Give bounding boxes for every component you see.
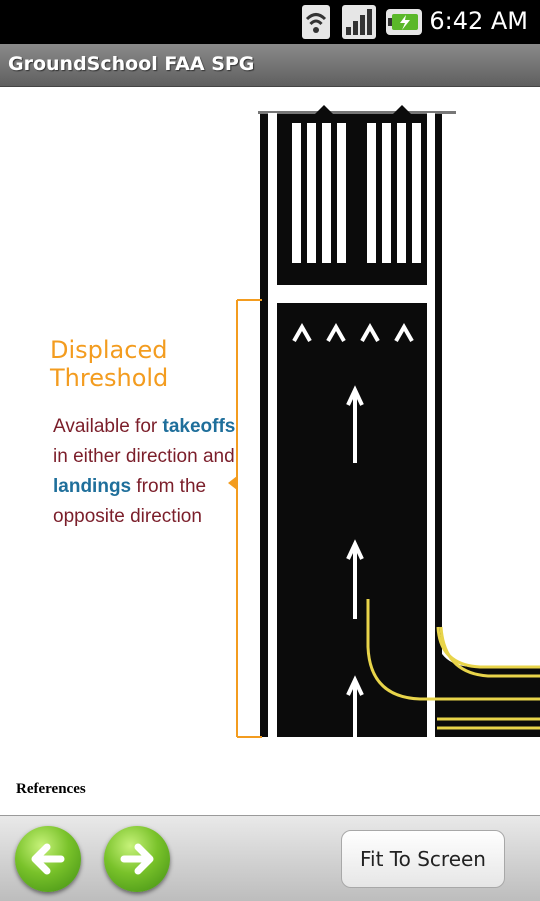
desc-keyword-takeoffs: takeoffs bbox=[162, 416, 236, 437]
content-area bbox=[0, 87, 540, 815]
battery-charging-icon bbox=[386, 9, 422, 35]
fit-to-screen-button[interactable]: Fit To Screen bbox=[341, 830, 505, 888]
back-button[interactable] bbox=[15, 826, 81, 892]
title-line-2: Threshold bbox=[50, 364, 169, 392]
threshold-markings bbox=[292, 123, 421, 263]
arrowheads bbox=[292, 322, 414, 342]
arrow-right-icon bbox=[120, 843, 154, 875]
displaced-threshold-title: Displaced Threshold bbox=[50, 336, 168, 392]
desc-keyword-landings: landings bbox=[53, 476, 132, 497]
title-bar: GroundSchool FAA SPG bbox=[0, 44, 540, 87]
title-line-1: Displaced bbox=[50, 336, 168, 364]
app-title: GroundSchool FAA SPG bbox=[8, 53, 255, 75]
centerline-arrows bbox=[346, 385, 364, 737]
runway-diagram bbox=[228, 105, 540, 738]
displaced-threshold-description: Available for takeoffs in either directi… bbox=[53, 412, 238, 532]
status-time: 6:42 AM bbox=[429, 7, 528, 35]
arrow-left-icon bbox=[31, 843, 65, 875]
references-link[interactable]: References bbox=[16, 781, 86, 797]
status-bar: 6:42 AM bbox=[0, 0, 540, 44]
wifi-icon bbox=[302, 5, 330, 39]
threshold-bracket bbox=[236, 299, 262, 738]
desc-part-3: from the opposite direction bbox=[53, 476, 207, 527]
bottom-bar: Fit To Screen bbox=[0, 815, 540, 901]
signal-icon bbox=[342, 5, 376, 39]
desc-part-1: Available for bbox=[53, 416, 158, 437]
desc-part-2: in either direction and bbox=[53, 446, 235, 467]
forward-button[interactable] bbox=[104, 826, 170, 892]
taxi-lines bbox=[366, 599, 540, 730]
